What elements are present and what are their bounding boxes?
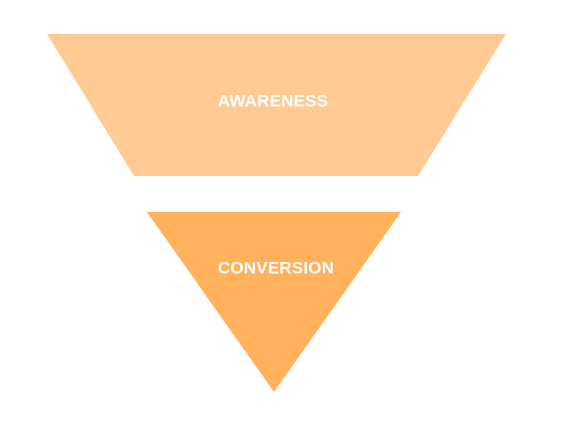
funnel-stage-conversion: CONVERSION xyxy=(147,212,401,392)
conversion-label: CONVERSION xyxy=(218,258,334,277)
conversion-triangle xyxy=(147,212,401,392)
awareness-label: AWARENESS xyxy=(218,91,328,110)
funnel-stage-awareness: AWARENESS xyxy=(47,34,506,176)
awareness-trapezoid xyxy=(47,34,506,176)
